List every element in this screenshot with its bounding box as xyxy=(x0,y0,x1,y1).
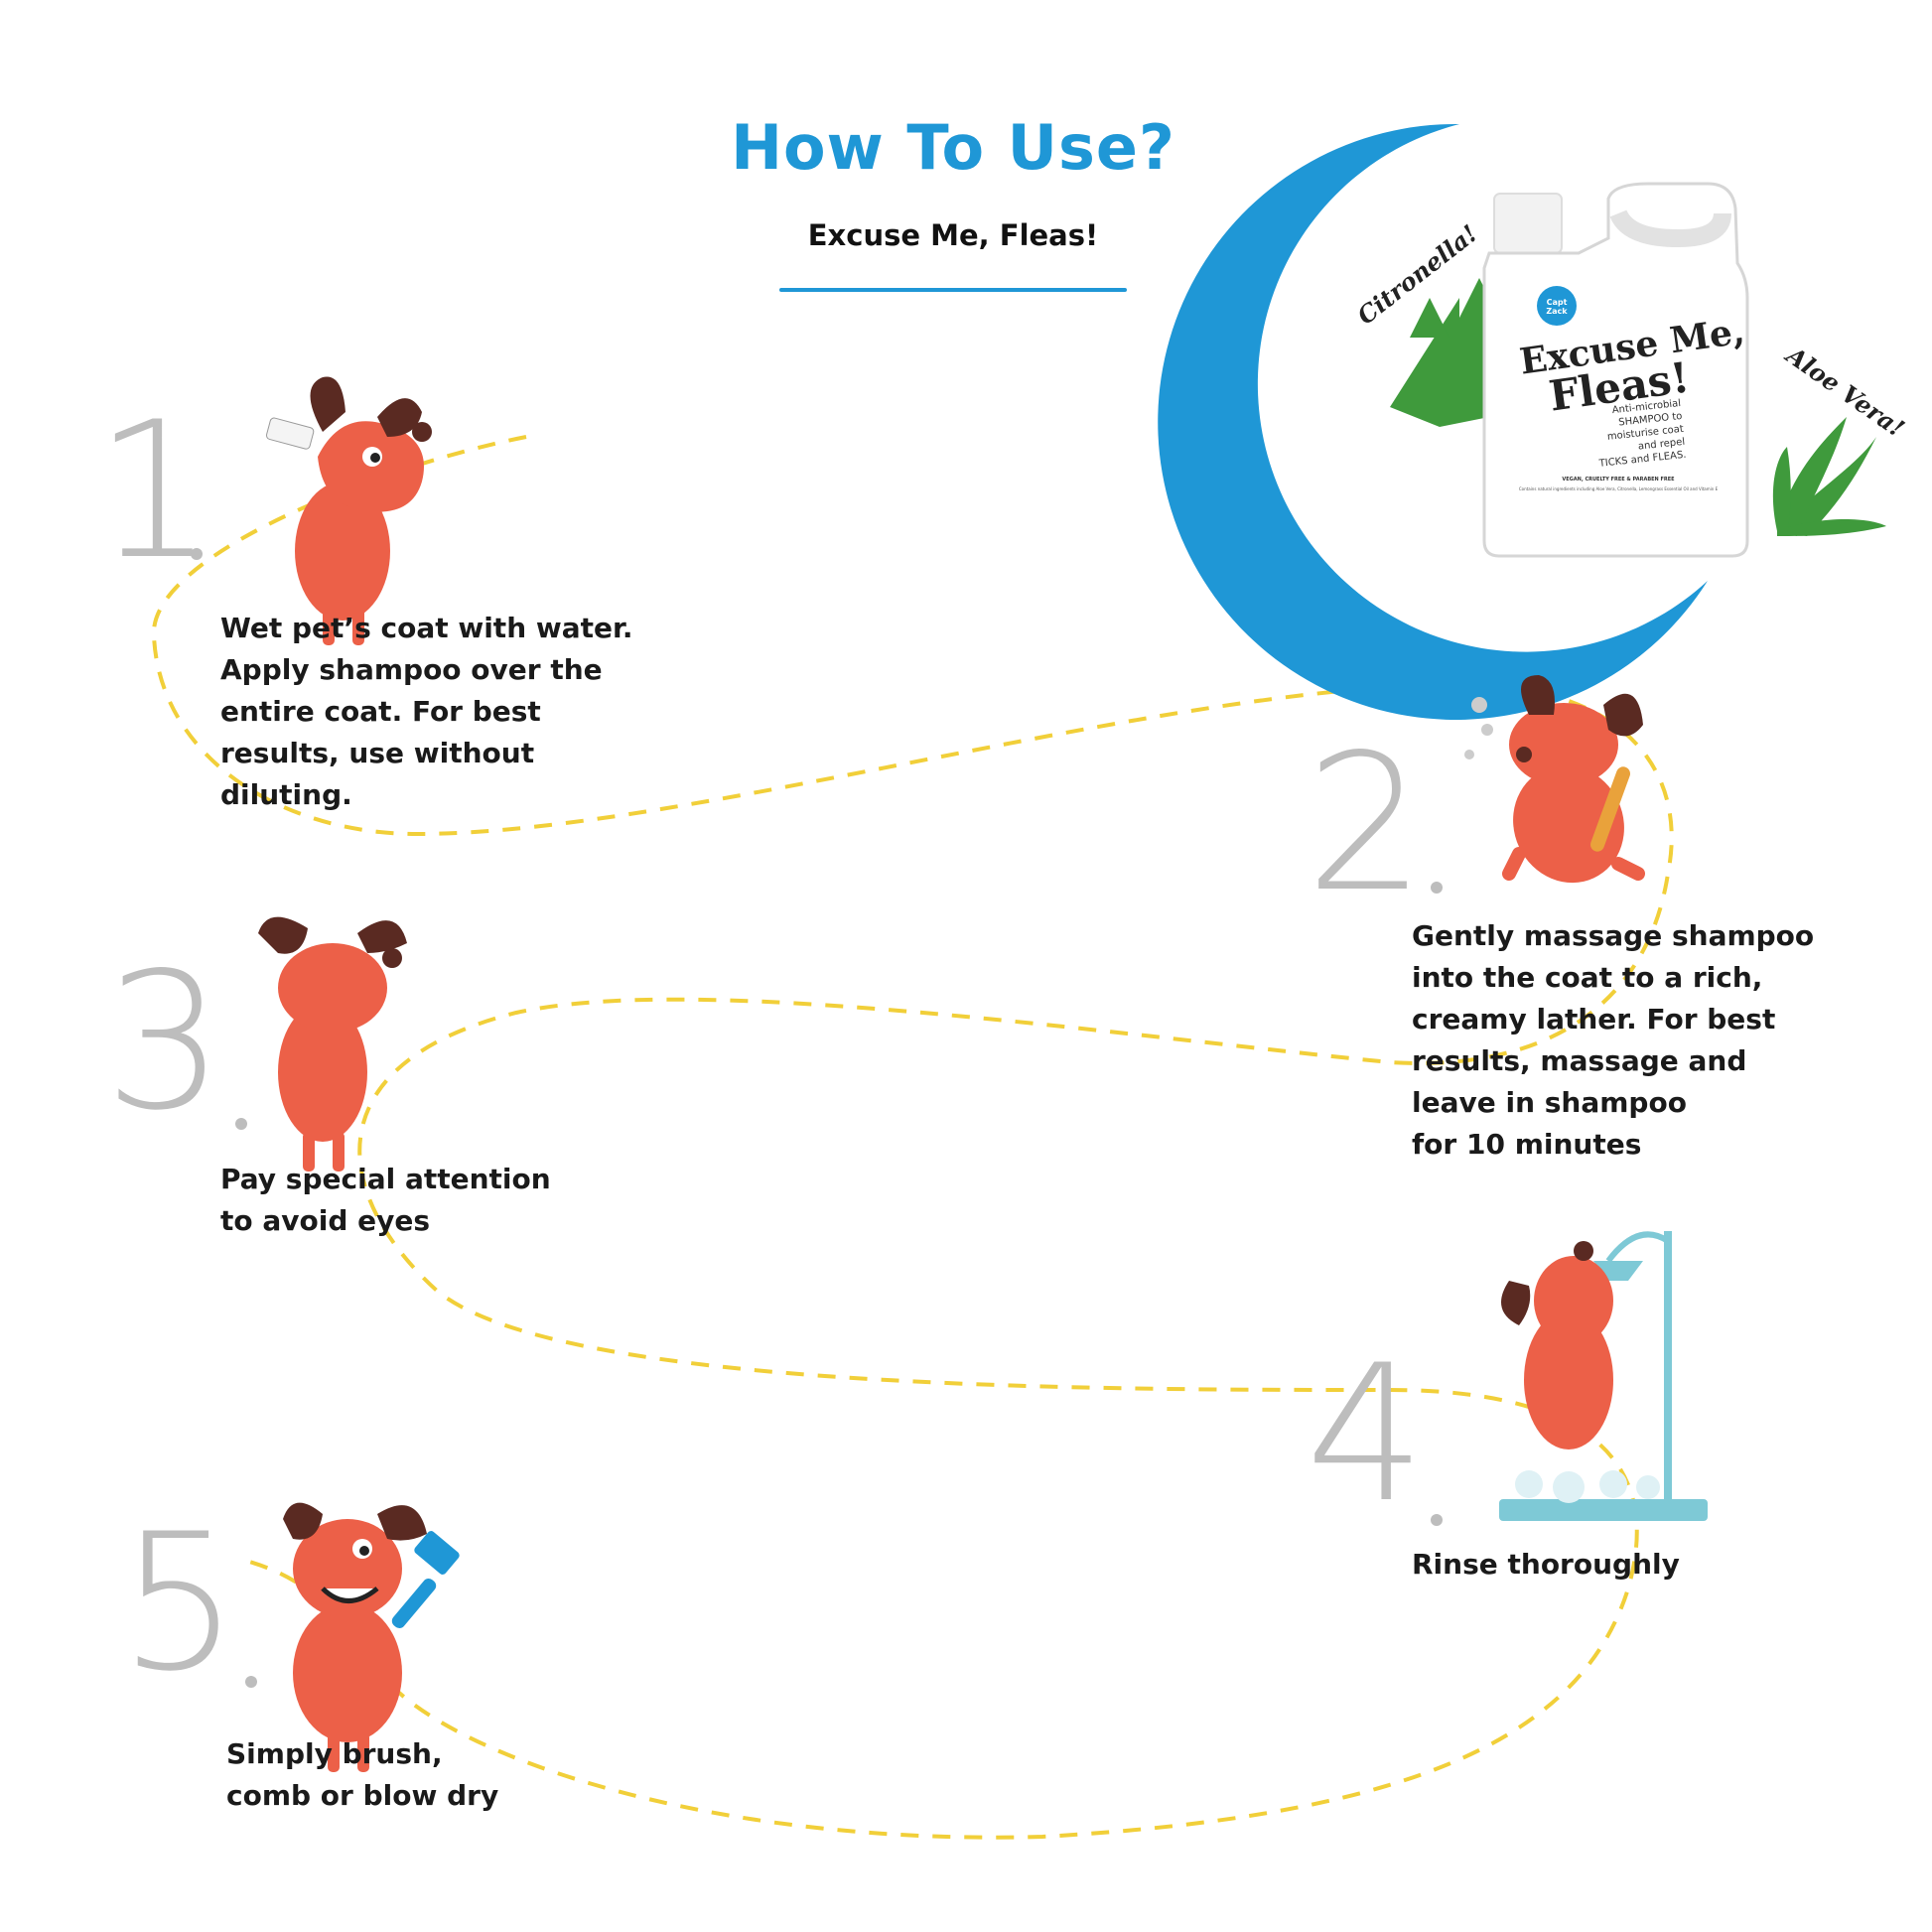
title-underline xyxy=(779,288,1127,292)
dog-with-brush-icon xyxy=(283,1502,460,1772)
shampoo-jug xyxy=(1482,182,1749,558)
dog-covering-eyes-icon xyxy=(258,916,407,1172)
step-1-text: Wet pet’s coat with water. Apply shampoo… xyxy=(220,612,633,811)
brand-badge xyxy=(1537,286,1577,326)
step-3-number: 3 xyxy=(104,932,224,1152)
step-3-text: Pay special attention to avoid eyes xyxy=(220,1163,551,1237)
step-2-dot xyxy=(1431,882,1443,894)
dog-holding-shampoo-icon xyxy=(265,376,432,645)
step-1-dot xyxy=(191,548,203,560)
step-4-dot xyxy=(1431,1514,1443,1526)
aloe-vera-icon xyxy=(1772,417,1886,536)
step-2-number: 2 xyxy=(1306,714,1426,933)
product-fine-print2: Contains natural ingredients including A… xyxy=(1518,486,1719,491)
step-3-dot xyxy=(235,1118,247,1130)
dog-shower-icon xyxy=(1499,1231,1708,1521)
step-5-dot xyxy=(245,1676,257,1688)
step-2-text: Gently massage shampoo into the coat to … xyxy=(1412,919,1815,1161)
brand-badge-label: Capt Zack xyxy=(1546,298,1568,316)
step-4-number: 4 xyxy=(1306,1324,1426,1544)
step-5-number: 5 xyxy=(119,1493,239,1713)
dog-scrubbing-icon xyxy=(1464,675,1645,884)
page-subtitle: Excuse Me, Fleas! xyxy=(807,218,1099,252)
blue-crescent xyxy=(1158,123,1708,720)
page-title: How To Use? xyxy=(731,111,1175,184)
step-4-text: Rinse thoroughly xyxy=(1412,1548,1680,1581)
product-fine-print1: VEGAN, CRUELTY FREE & PARABEN FREE xyxy=(1562,477,1675,483)
step-5-text: Simply brush, comb or blow dry xyxy=(226,1737,499,1812)
